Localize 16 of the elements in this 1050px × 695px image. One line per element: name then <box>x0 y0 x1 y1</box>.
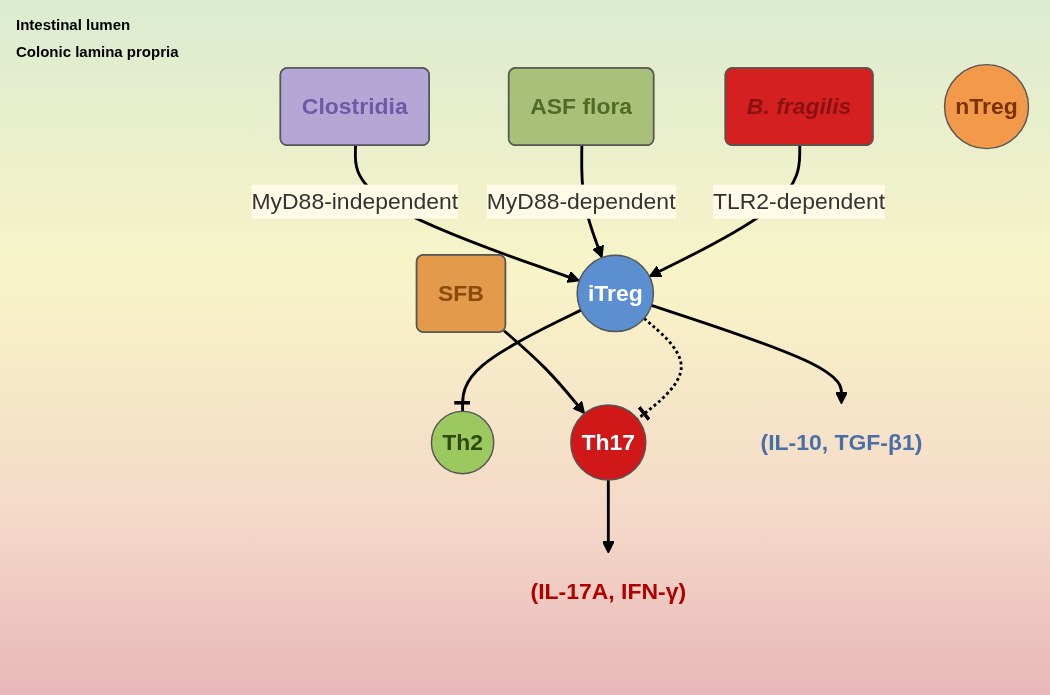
region-label: Colonic lamina propria <box>16 43 180 60</box>
node-circle: nTreg <box>943 63 1030 150</box>
arrow <box>651 304 848 405</box>
edge-label: MyD88-independent <box>251 188 459 214</box>
region-label: Intestinal lumen <box>16 16 132 33</box>
node-circle: Th17 <box>570 404 647 481</box>
arrow <box>602 480 615 554</box>
node-circle: iTreg <box>576 254 655 333</box>
edge-label: MyD88-dependent <box>486 188 676 214</box>
node-text: (IL-10, TGF-β1) <box>760 429 923 455</box>
arrow <box>503 329 586 415</box>
node-circle: Th2 <box>430 410 495 475</box>
node-text: (IL-17A, IFN-γ) <box>530 578 687 604</box>
connector <box>452 308 582 412</box>
connector <box>636 317 683 422</box>
edge-label: TLR2-dependent <box>713 188 886 214</box>
